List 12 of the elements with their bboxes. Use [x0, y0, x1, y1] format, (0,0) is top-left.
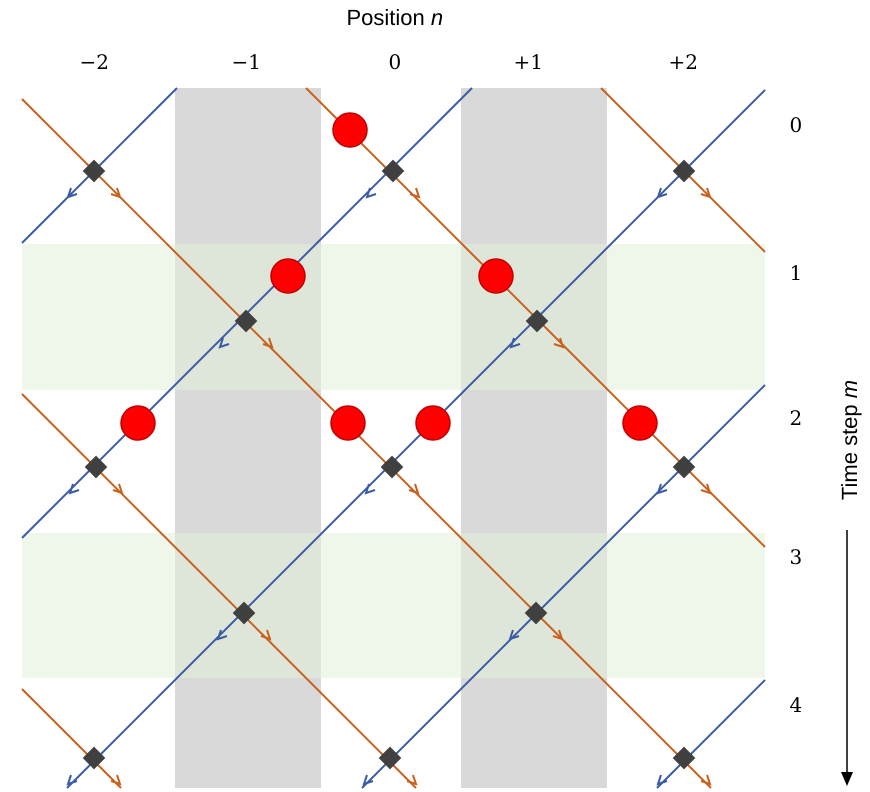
row-number: 4: [790, 695, 802, 715]
row-number: 1: [790, 263, 802, 283]
row-number: 0: [790, 115, 802, 135]
column-number: +1: [514, 52, 543, 72]
row-number: 2: [790, 408, 802, 428]
axis-title: Position n: [346, 7, 444, 29]
column-number: 0: [388, 52, 402, 72]
column-number: −2: [80, 52, 109, 72]
column-number: +2: [668, 52, 698, 72]
column-number: −1: [232, 52, 261, 72]
row-number: 3: [790, 547, 802, 567]
axis-title: Time step m: [839, 380, 862, 500]
